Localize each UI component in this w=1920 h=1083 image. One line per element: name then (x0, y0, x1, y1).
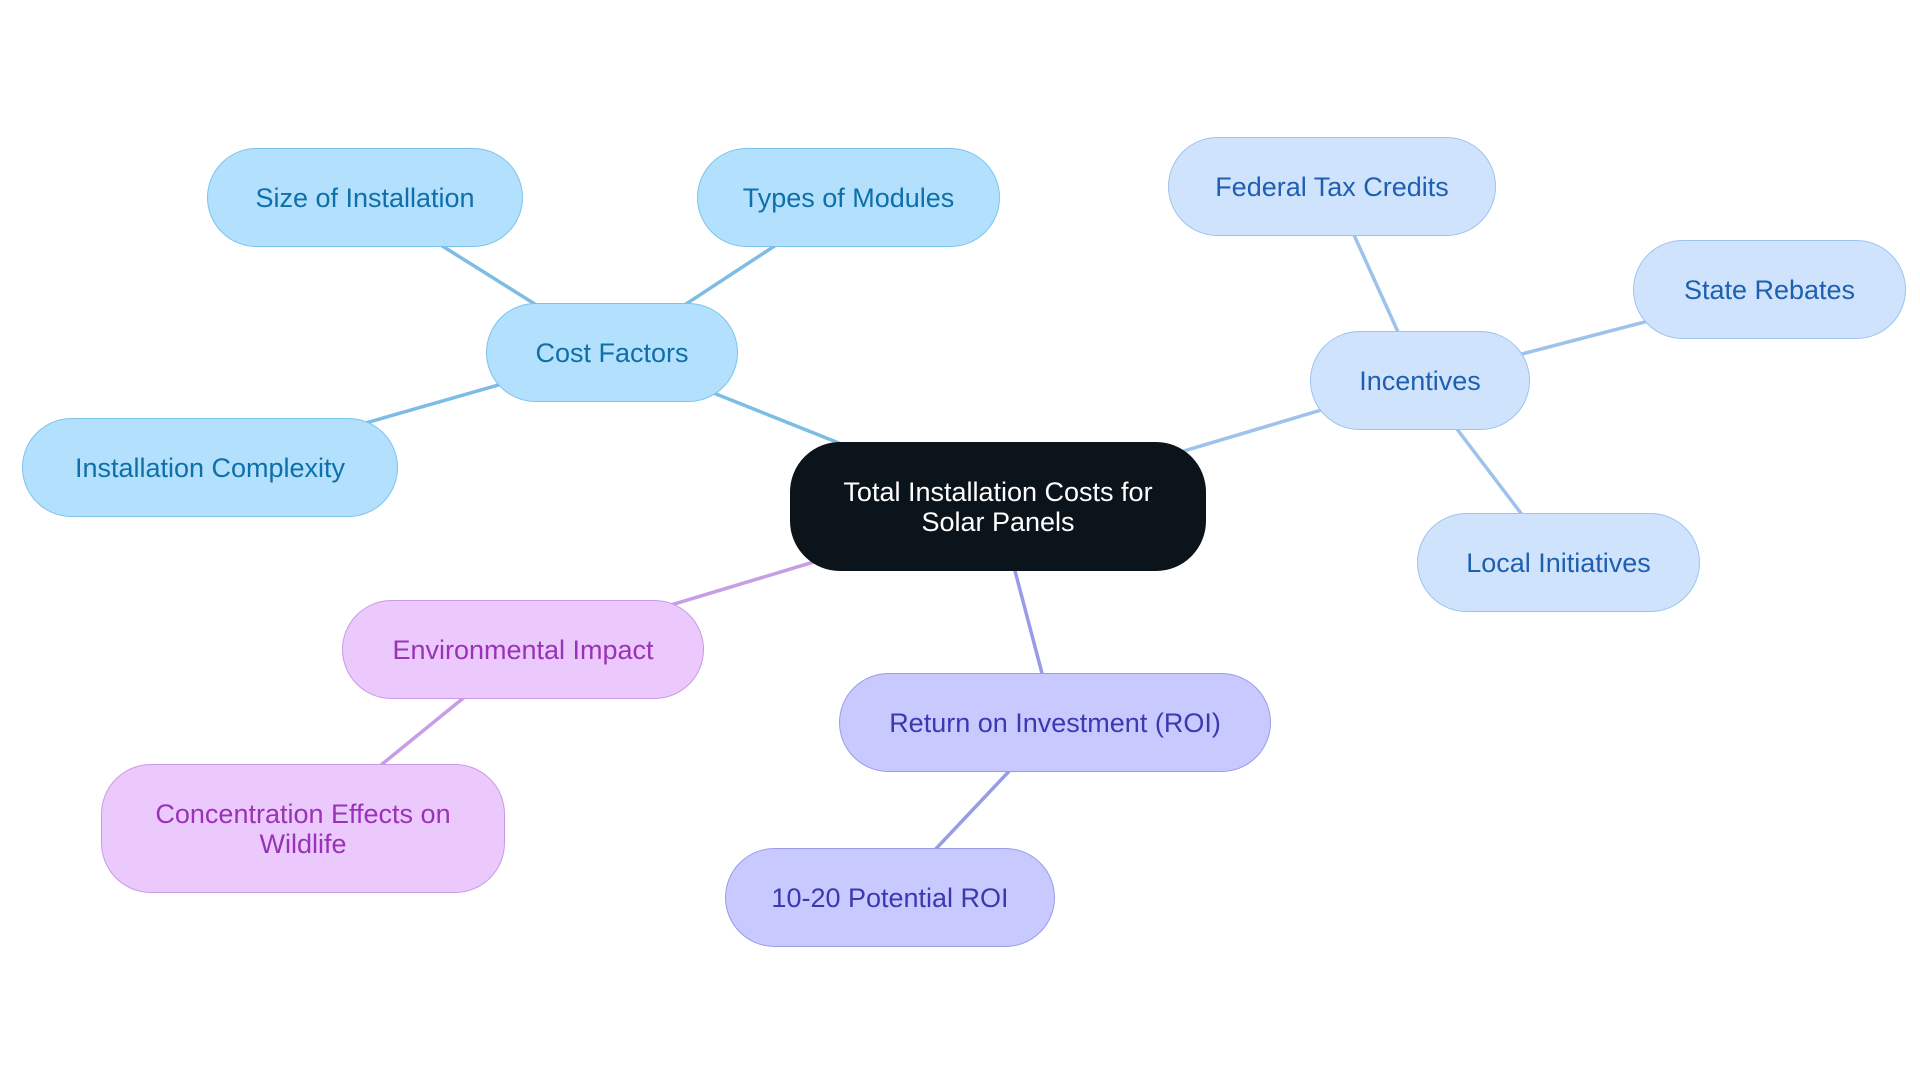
leaf-label: 10-20 Potential ROI (771, 882, 1009, 913)
leaf-node-state-rebates[interactable]: State Rebates (1633, 240, 1906, 339)
branch-label: Environmental Impact (392, 634, 654, 665)
branch-node-return-on-investment[interactable]: Return on Investment (ROI) (839, 673, 1271, 772)
branch-label: Incentives (1359, 365, 1481, 396)
leaf-label: State Rebates (1683, 274, 1856, 305)
leaf-label: Types of Modules (742, 182, 955, 213)
leaf-node-installation-complexity[interactable]: Installation Complexity (22, 418, 398, 517)
leaf-node-types-of-modules[interactable]: Types of Modules (697, 148, 1000, 247)
central-topic-node[interactable]: Total Installation Costs for Solar Panel… (790, 442, 1206, 571)
leaf-label: Local Initiatives (1466, 547, 1651, 578)
leaf-node-local-initiatives[interactable]: Local Initiatives (1417, 513, 1700, 612)
leaf-label: Federal Tax Credits (1215, 171, 1449, 202)
branch-node-incentives[interactable]: Incentives (1310, 331, 1530, 430)
branch-node-environmental-impact[interactable]: Environmental Impact (342, 600, 704, 699)
leaf-node-size-of-installation[interactable]: Size of Installation (207, 148, 523, 247)
central-topic-label: Total Installation Costs for Solar Panel… (843, 476, 1153, 537)
leaf-label: Size of Installation (255, 182, 475, 213)
branch-label: Cost Factors (535, 337, 689, 368)
leaf-label: Concentration Effects on Wildlife (155, 798, 451, 859)
leaf-label: Installation Complexity (74, 452, 346, 483)
branch-label: Return on Investment (ROI) (889, 707, 1221, 738)
leaf-node-potential-roi[interactable]: 10-20 Potential ROI (725, 848, 1055, 947)
branch-node-cost-factors[interactable]: Cost Factors (486, 303, 738, 402)
leaf-node-concentration-effects-on-wildlife[interactable]: Concentration Effects on Wildlife (101, 764, 505, 893)
leaf-node-federal-tax-credits[interactable]: Federal Tax Credits (1168, 137, 1496, 236)
